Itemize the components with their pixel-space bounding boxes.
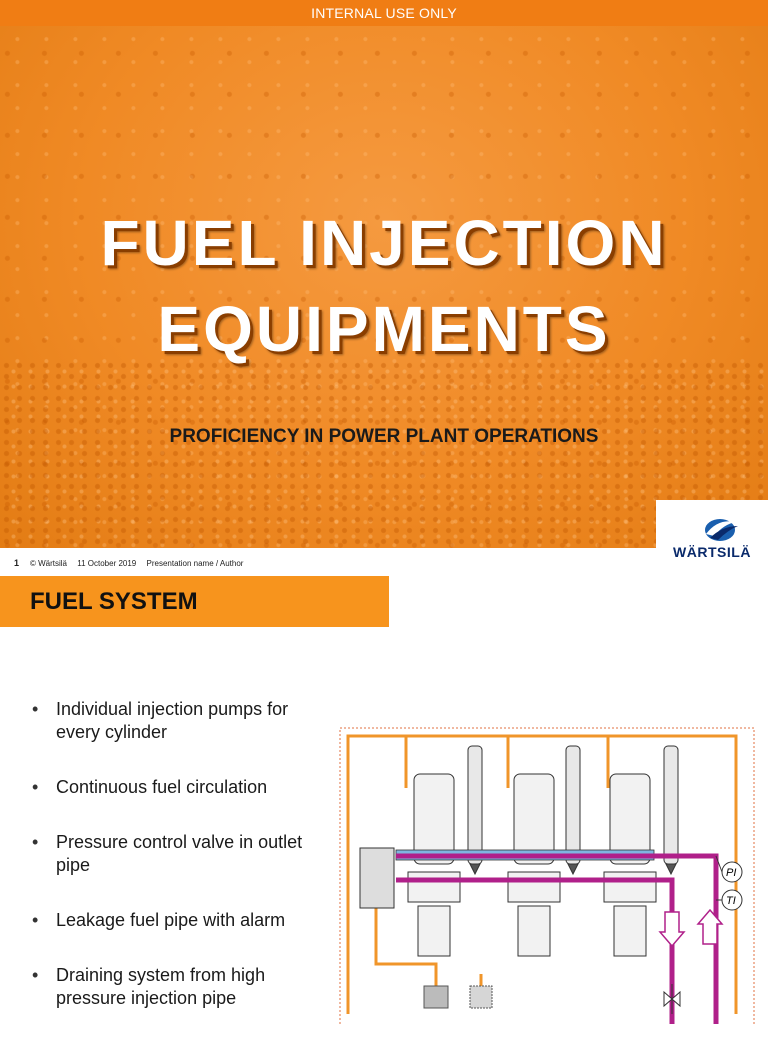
injectors <box>467 745 679 876</box>
injection-pumps <box>359 773 657 957</box>
internal-use-banner: INTERNAL USE ONLY <box>0 0 768 26</box>
bullet-list: Individual injection pumps for every cyl… <box>30 698 330 1042</box>
drain-tanks <box>423 985 493 1009</box>
bullet-item: Individual injection pumps for every cyl… <box>30 698 330 744</box>
texture-overlay <box>0 360 768 548</box>
diagram-frame <box>339 727 755 1024</box>
title-line-1: FUEL INJECTION <box>100 207 668 279</box>
bullet-item: Continuous fuel circulation <box>30 776 330 799</box>
fuel-system-diagram: PI TI <box>339 727 755 1024</box>
gauge-label-ti: TI <box>726 895 736 907</box>
gauge-label-pi: PI <box>726 867 736 879</box>
section-title: FUEL SYSTEM <box>30 588 198 615</box>
bullet-item: Draining system from high pressure injec… <box>30 964 330 1010</box>
footer-presentation: Presentation name / Author <box>146 559 244 568</box>
section-header: FUEL SYSTEM <box>0 576 389 627</box>
title-line-2: EQUIPMENTS <box>157 293 611 365</box>
temperature-gauge-icon: TI <box>716 889 743 911</box>
wartsila-swirl-icon <box>705 519 738 541</box>
slide-subtitle: PROFICIENCY IN POWER PLANT OPERATIONS <box>169 426 599 447</box>
page-number: 1 <box>14 558 20 568</box>
bullet-item: Pressure control valve in outlet pipe <box>30 831 330 877</box>
flow-arrows <box>658 908 724 948</box>
pressure-gauge-icon: PI <box>715 855 743 883</box>
logo-wordmark: WÄRTSILÄ <box>673 544 751 560</box>
bullet-item: Leakage fuel pipe with alarm <box>30 909 330 932</box>
footer-meta: © Wärtsilä 11 October 2019 Presentation … <box>30 559 251 568</box>
wartsila-logo: WÄRTSILÄ <box>656 500 768 570</box>
slide-title: FUEL INJECTION EQUIPMENTS <box>0 200 768 372</box>
footer-date: 11 October 2019 <box>77 559 137 568</box>
pressure-control-valve-icon <box>663 984 681 1014</box>
title-slide: INTERNAL USE ONLY FUEL INJECTION EQUIPME… <box>0 0 768 548</box>
footer-copyright: © Wärtsilä <box>30 559 68 568</box>
slide-footer: 1 © Wärtsilä 11 October 2019 Presentatio… <box>0 548 768 576</box>
